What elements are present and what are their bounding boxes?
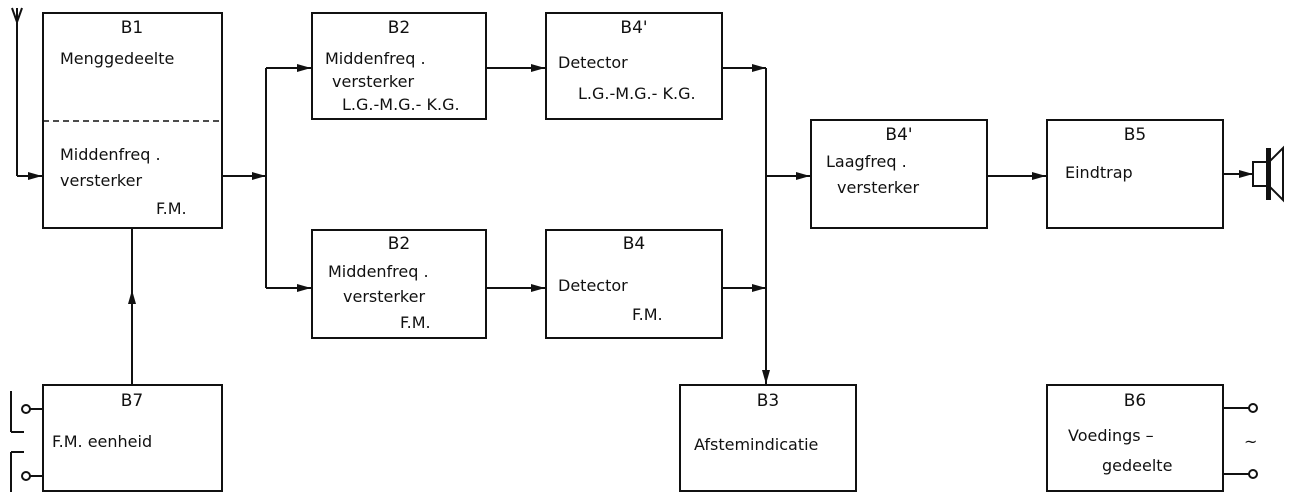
block-b4-bottom-id: B4 xyxy=(623,234,645,254)
block-b2-top: B2 Middenfreq . versterker L.G.-M.G.- K.… xyxy=(311,12,487,120)
block-b3: B3 Afstemindicatie xyxy=(679,384,857,492)
terminal-icon xyxy=(10,391,43,492)
block-b1-line3: F.M. xyxy=(156,199,187,218)
block-b5-id: B5 xyxy=(1124,125,1146,145)
block-b4-top-line2: L.G.-M.G.- K.G. xyxy=(578,84,696,103)
terminal-icon xyxy=(1223,403,1258,479)
block-b4-lf-id: B4' xyxy=(885,125,912,145)
block-b2-bottom-line1: Middenfreq . xyxy=(328,262,429,281)
block-b4-bottom: B4 Detector F.M. xyxy=(545,229,723,339)
block-b7: B7 F.M. eenheid xyxy=(42,384,223,492)
block-b4-lf: B4' Laagfreq . versterker xyxy=(810,119,988,229)
block-b4-top-id: B4' xyxy=(620,18,647,38)
block-b4-top-line1: Detector xyxy=(558,53,628,72)
block-b6-line2: gedeelte xyxy=(1102,456,1172,475)
block-b1-line1: Middenfreq . xyxy=(60,145,161,164)
block-b6-line1: Voedings – xyxy=(1068,426,1154,445)
block-b5: B5 Eindtrap xyxy=(1046,119,1224,229)
block-b1: B1 Menggedeelte Middenfreq . versterker … xyxy=(42,12,223,229)
block-b2-top-line3: L.G.-M.G.- K.G. xyxy=(342,95,460,114)
block-b4-lf-line1: Laagfreq . xyxy=(826,152,907,171)
block-b2-top-line1: Middenfreq . xyxy=(325,49,426,68)
block-b4-top: B4' Detector L.G.-M.G.- K.G. xyxy=(545,12,723,120)
block-b2-bottom-line3: F.M. xyxy=(400,313,431,332)
block-b6: B6 Voedings – gedeelte xyxy=(1046,384,1224,492)
block-b1-id: B1 xyxy=(121,18,143,38)
block-b3-id: B3 xyxy=(757,391,779,411)
block-b2-bottom-id: B2 xyxy=(388,234,410,254)
loudspeaker-icon xyxy=(1252,145,1284,203)
block-b4-lf-line2: versterker xyxy=(837,178,919,197)
block-b2-top-line2: versterker xyxy=(332,72,414,91)
antenna-icon xyxy=(11,7,23,176)
block-b5-line1: Eindtrap xyxy=(1065,163,1133,182)
block-b4-bottom-line2: F.M. xyxy=(632,305,663,324)
block-b4-bottom-line1: Detector xyxy=(558,276,628,295)
block-b7-id: B7 xyxy=(121,391,143,411)
block-b3-line1: Afstemindicatie xyxy=(694,435,818,454)
block-b1-top-label: Menggedeelte xyxy=(60,49,174,68)
block-b1-line2: versterker xyxy=(60,171,142,190)
ac-symbol: ~ xyxy=(1244,432,1257,451)
block-b2-top-id: B2 xyxy=(388,18,410,38)
block-b6-id: B6 xyxy=(1124,391,1146,411)
block-b2-bottom-line2: versterker xyxy=(343,287,425,306)
block-b7-line1: F.M. eenheid xyxy=(52,432,152,451)
block-b2-bottom: B2 Middenfreq . versterker F.M. xyxy=(311,229,487,339)
